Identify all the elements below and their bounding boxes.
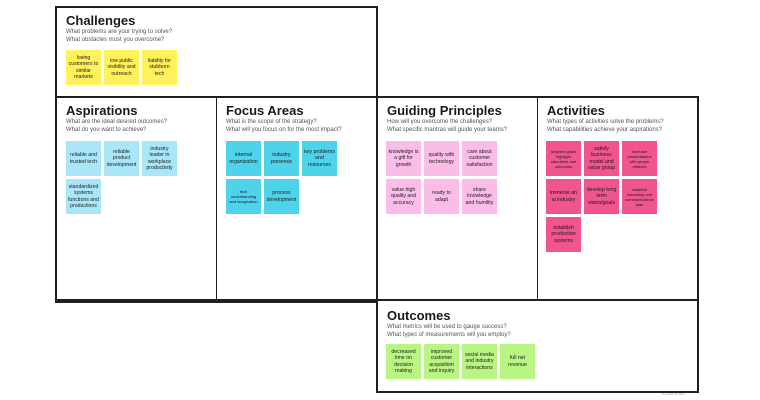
aspirations-section: Aspirations What are the ideal desired o… (66, 103, 214, 134)
divider (376, 96, 378, 393)
sticky-note[interactable]: process development (264, 179, 299, 214)
sticky-note[interactable]: industry leader in workplace productivit… (142, 141, 177, 176)
sticky-note[interactable]: full net revenue (500, 344, 535, 379)
sticky-note[interactable]: reliable and trusted tech (66, 141, 101, 176)
sticky-note[interactable]: targeted goals highlight standards and o… (546, 141, 581, 176)
guiding-principles-section: Guiding Principles How will you overcome… (387, 103, 535, 134)
sticky-note[interactable]: value high quality and accuracy (386, 179, 421, 214)
sticky-note[interactable]: immerse an ai industry (546, 179, 581, 214)
sticky-note[interactable]: standardized systems functions and produ… (66, 179, 101, 214)
guiding-principles-notes: knowledge is a gift for growth quality w… (386, 141, 497, 214)
focus-areas-notes: internal organization industry presence … (226, 141, 337, 214)
sticky-note[interactable]: care about customer satisfaction (462, 141, 497, 176)
sticky-note[interactable]: decreased time on decision making (386, 344, 421, 379)
template-credit: Template by Miro (662, 392, 685, 396)
sticky-note[interactable]: satisfy business model and value group (584, 141, 619, 176)
outcomes-question-1: What metrics will be used to gauge succe… (387, 324, 507, 330)
focus-areas-title: Focus Areas (226, 103, 304, 118)
sticky-note[interactable]: quality with technology (424, 141, 459, 176)
outcomes-question-2: What types of measurements will you empl… (387, 332, 511, 338)
activities-question-1: What types of activities solve the probl… (547, 119, 664, 125)
activities-section: Activities What types of activities solv… (547, 103, 695, 134)
sticky-note[interactable]: losing customers to similar markets (66, 50, 101, 85)
sticky-note[interactable]: establish marketing and communications p… (622, 179, 657, 214)
sticky-note[interactable]: share knowledge and humility (462, 179, 497, 214)
aspirations-question-1: What are the ideal desired outcomes? (66, 119, 168, 125)
challenges-title: Challenges (66, 13, 136, 28)
aspirations-question-2: What do you want to achieve? (66, 127, 147, 133)
aspirations-notes: reliable and trusted tech reliable produ… (66, 141, 177, 214)
focus-areas-question-2: What will you focus on for the most impa… (226, 127, 342, 133)
sticky-note[interactable]: develop long term vision/goals (584, 179, 619, 214)
activities-title: Activities (547, 103, 605, 118)
sticky-note[interactable]: social media and industry interactions (462, 344, 497, 379)
challenges-question-2: What obstacles must you overcome? (66, 37, 165, 43)
sticky-note[interactable]: reliable product development (104, 141, 139, 176)
guiding-principles-title: Guiding Principles (387, 103, 502, 118)
guiding-principles-question-2: What specific mantras will guide your te… (387, 127, 508, 133)
focus-areas-section: Focus Areas What is the scope of the str… (226, 103, 374, 134)
sticky-note[interactable]: knowledge is a gift for growth (386, 141, 421, 176)
sticky-note[interactable]: ready to adapt (424, 179, 459, 214)
guiding-principles-question-1: How will you overcome the challenges? (387, 119, 493, 125)
sticky-note[interactable]: liability for stubborn tech (142, 50, 177, 85)
outcomes-notes: decreased time on decision making improv… (386, 344, 535, 379)
sticky-note[interactable]: tech understanding and imagination (226, 179, 261, 214)
sticky-note[interactable]: improved customer acquisition and inquir… (424, 344, 459, 379)
sticky-note[interactable]: low public visibility and outreach (104, 50, 139, 85)
aspirations-title: Aspirations (66, 103, 138, 118)
sticky-note[interactable]: internal organization (226, 141, 261, 176)
activities-question-2: What capabilities achieve your aspiratio… (547, 127, 663, 133)
sticky-note[interactable]: key problems and resources (302, 141, 337, 176)
divider (216, 96, 217, 301)
divider (537, 96, 538, 301)
outcomes-section: Outcomes What metrics will be used to ga… (387, 308, 687, 339)
activities-notes: targeted goals highlight standards and o… (546, 141, 657, 252)
sticky-note[interactable]: increase presentations with proper netwo… (622, 141, 657, 176)
challenges-section: Challenges What problems are your trying… (66, 13, 366, 44)
outcomes-title: Outcomes (387, 308, 451, 323)
challenges-question-1: What problems are your trying to solve? (66, 29, 173, 35)
focus-areas-question-1: What is the scope of the strategy? (226, 119, 317, 125)
challenges-notes: losing customers to similar markets low … (66, 50, 177, 85)
sticky-note[interactable]: establish production systems (546, 217, 581, 252)
sticky-note[interactable]: industry presence (264, 141, 299, 176)
